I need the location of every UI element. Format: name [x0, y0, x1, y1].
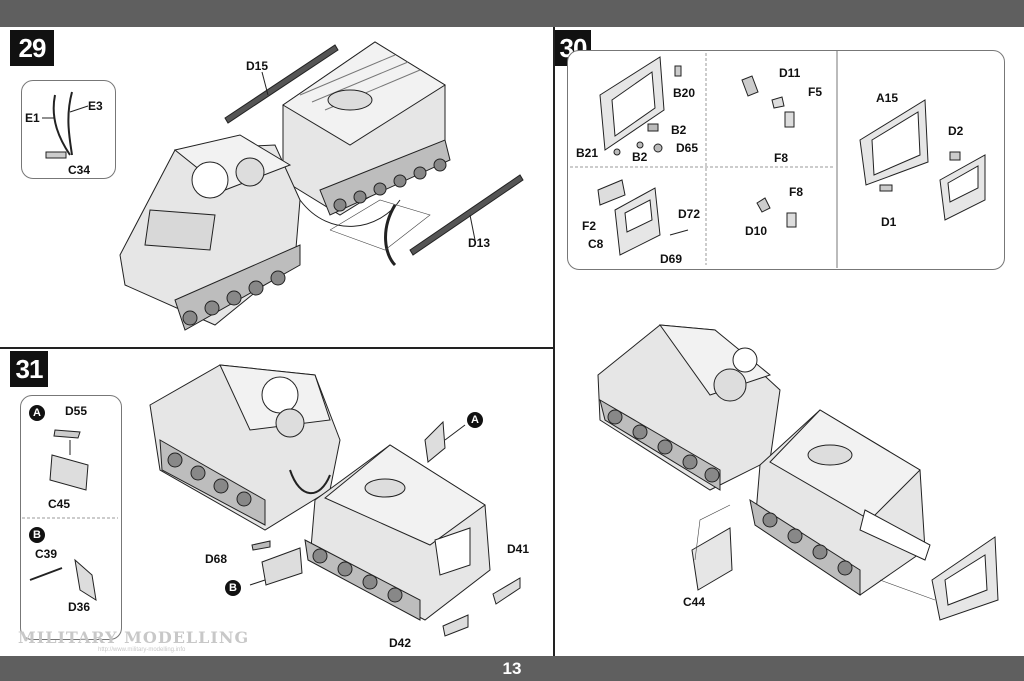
callout-b-main: B — [225, 580, 241, 596]
label-d1: D1 — [881, 215, 897, 229]
step-30-drawing — [597, 324, 999, 621]
label-c8: C8 — [588, 237, 604, 251]
label-d2: D2 — [948, 124, 964, 138]
step-31-drawing — [149, 364, 521, 637]
label-c39: C39 — [35, 547, 58, 561]
label-d36: D36 — [68, 600, 91, 614]
label-c45: C45 — [48, 497, 71, 511]
callout-b-inset: B — [29, 527, 45, 543]
step-31-inset-parts — [29, 429, 97, 602]
label-d65: D65 — [676, 141, 699, 155]
label-d72: D72 — [678, 207, 701, 221]
step-29-number: 29 — [10, 30, 54, 66]
label-f8-upper: F8 — [774, 151, 789, 165]
vertical-divider — [553, 27, 555, 656]
label-b20: B20 — [673, 86, 696, 100]
step-31-number: 31 — [10, 351, 48, 387]
watermark-url: http://www.military-modelling.info — [98, 647, 186, 653]
label-d41: D41 — [507, 542, 530, 556]
label-e1: E1 — [25, 111, 40, 125]
label-a15: A15 — [876, 91, 899, 105]
step-29-inset-parts — [42, 91, 89, 159]
page-number: 13 — [502, 659, 522, 678]
watermark-logo: MILITARY MODELLING — [18, 628, 250, 647]
page-number-bar: 13 — [0, 656, 1024, 681]
label-d69: D69 — [660, 252, 683, 266]
label-e3: E3 — [88, 99, 103, 113]
label-d13: D13 — [468, 236, 491, 250]
top-bar — [0, 0, 1024, 27]
label-d55: D55 — [65, 404, 88, 418]
label-d10: D10 — [745, 224, 768, 238]
label-c44: C44 — [683, 595, 706, 609]
horizontal-divider — [0, 347, 554, 349]
label-f2: F2 — [582, 219, 597, 233]
label-f5: F5 — [808, 85, 823, 99]
label-d11: D11 — [779, 66, 801, 80]
callout-a-main: A — [467, 412, 483, 428]
label-d68: D68 — [205, 552, 228, 566]
step-29-drawing — [119, 41, 524, 331]
label-d15: D15 — [246, 59, 269, 73]
label-d42: D42 — [389, 636, 412, 650]
label-b2-upper: B2 — [671, 123, 687, 137]
callout-a-inset: A — [29, 405, 45, 421]
step-30-detail-parts — [597, 56, 986, 256]
label-b21: B21 — [576, 146, 599, 160]
label-f8-lower: F8 — [789, 185, 804, 199]
label-c34: C34 — [68, 163, 91, 177]
label-b2-lower: B2 — [632, 150, 648, 164]
